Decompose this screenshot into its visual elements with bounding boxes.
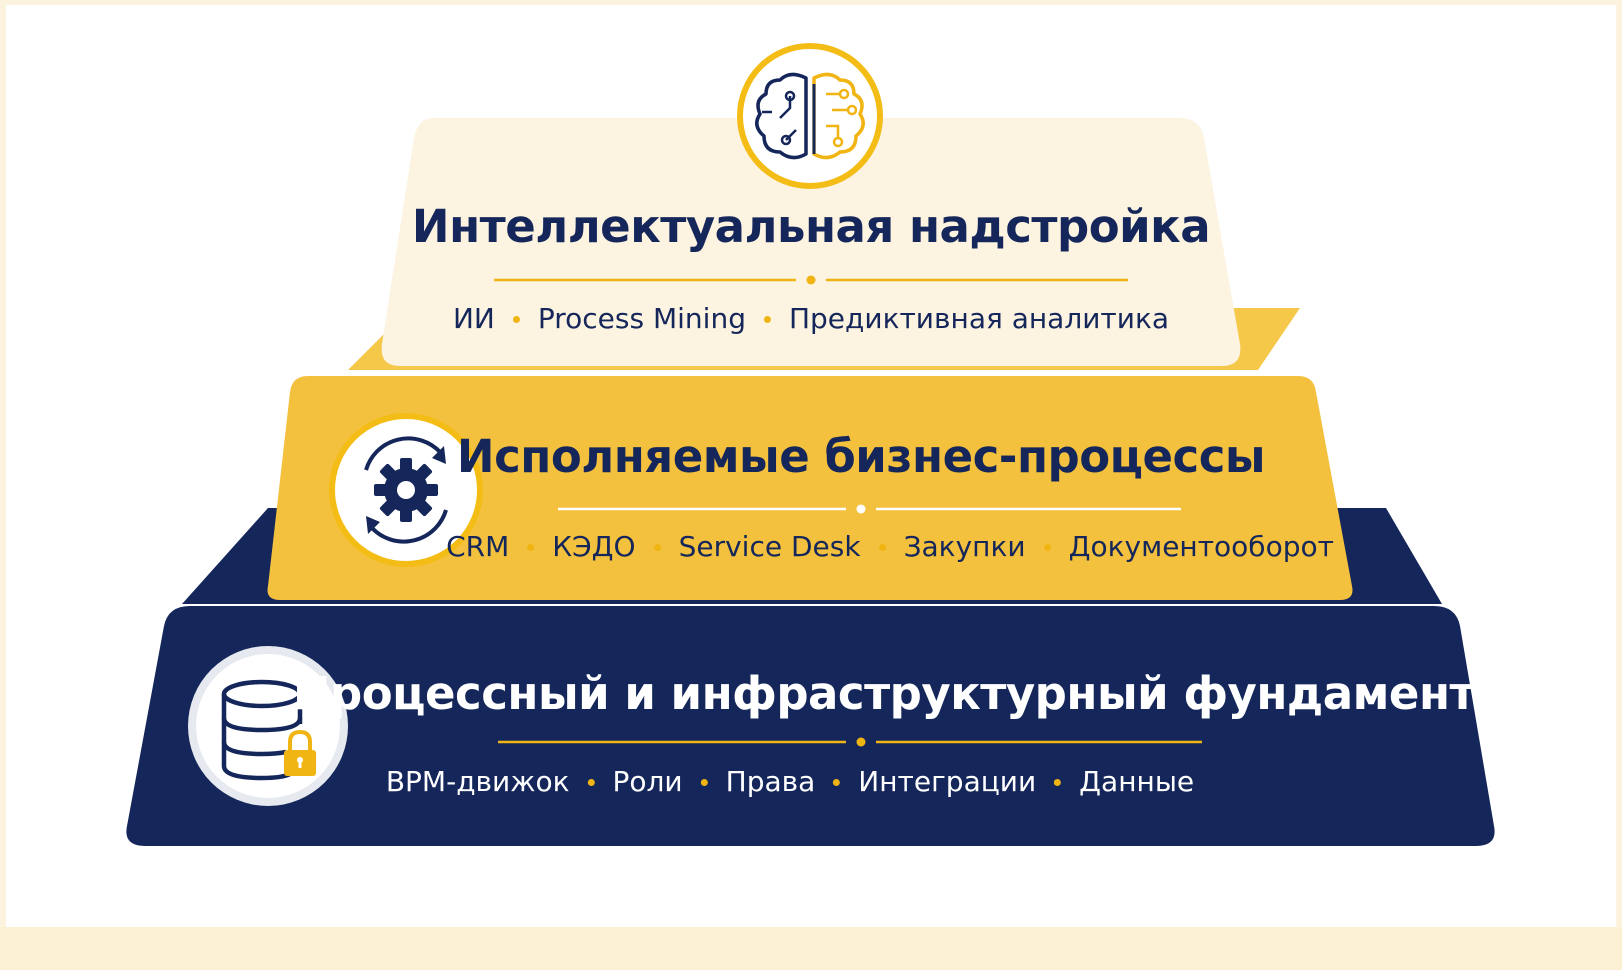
layer-1-divider	[494, 275, 1128, 285]
layer-1-item: ИИ	[452, 302, 495, 335]
layer-2-item: Service Desk	[678, 530, 861, 563]
bullet-dot	[512, 316, 520, 323]
layer-3-title: Процессный и инфраструктурный фундамент	[292, 667, 1476, 720]
layer-2-item: Закупки	[903, 530, 1026, 563]
layer-2-item: Документооборот	[1068, 530, 1334, 563]
bottom-shelf	[0, 927, 1622, 970]
bullet-dot	[700, 779, 708, 786]
layer-2-title: Исполняемые бизнес-процессы	[456, 430, 1266, 483]
bullet-dot	[763, 316, 771, 323]
layer-1-block	[381, 118, 1241, 366]
layer-3-item: Права	[725, 765, 816, 798]
brain-circuit-icon	[737, 43, 883, 189]
layer-1-item: Process Mining	[537, 302, 746, 335]
database-lock-icon	[188, 646, 348, 806]
layer-2-item: КЭДО	[552, 530, 636, 563]
bullet-dot	[1043, 544, 1051, 551]
bullet-dot	[833, 779, 841, 786]
layer-2-item: CRM	[446, 530, 510, 563]
layer-3-divider	[498, 737, 1202, 747]
layer-3-block	[126, 606, 1495, 846]
bullet-dot	[878, 544, 886, 551]
gear-cycle-icon	[329, 413, 483, 567]
layer-2-divider	[558, 504, 1181, 514]
bullet-dot	[527, 544, 535, 551]
layer-3-items: BPM-движок Роли Права Интеграции Данные	[386, 765, 1194, 798]
layer-3-item: Интеграции	[858, 765, 1037, 798]
bullet-dot	[1054, 779, 1062, 786]
layer-3-item: Роли	[612, 765, 683, 798]
layer-3-item: BPM-движок	[385, 765, 570, 798]
layer-1-items: ИИ Process Mining Предиктивная аналитика	[453, 302, 1169, 335]
layer-3-item: Данные	[1079, 765, 1195, 798]
layer-1-title: Интеллектуальная надстройка	[411, 200, 1211, 253]
bullet-dot	[587, 779, 595, 786]
bullet-dot	[653, 544, 661, 551]
layer-2-items: CRM КЭДО Service Desk Закупки Документоо…	[446, 530, 1334, 563]
layer-2-block	[267, 376, 1353, 600]
layer-1-item: Предиктивная аналитика	[788, 302, 1170, 335]
